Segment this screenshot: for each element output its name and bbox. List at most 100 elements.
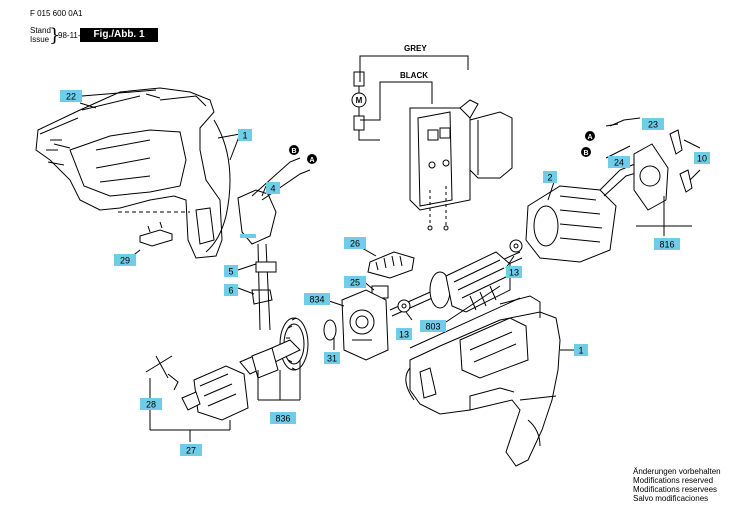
- part-callout-31: 31: [324, 352, 340, 364]
- callout-number: 24: [614, 158, 624, 168]
- marker-a-label: A: [309, 157, 314, 164]
- wire-label-black: BLACK: [400, 71, 428, 80]
- spindle-gear: [239, 317, 309, 401]
- callout-box: [324, 352, 340, 364]
- marker-a2-label: A: [587, 134, 592, 141]
- callout-box: [420, 320, 446, 332]
- note-line: Modifications reservees: [633, 485, 718, 494]
- callout-box: [694, 152, 710, 164]
- callout-box: [543, 171, 557, 183]
- armature: [389, 239, 523, 349]
- callout-box: [60, 90, 82, 102]
- callout-number: 1: [242, 131, 247, 141]
- callout-number: 4: [270, 184, 275, 194]
- part-callout-29: 29: [114, 254, 136, 266]
- modification-notes: Änderungen vorbehalten Modifications res…: [633, 467, 721, 503]
- callout-box: [238, 129, 252, 141]
- field-stator: [525, 117, 647, 263]
- cord-clamp: [118, 211, 190, 259]
- part-callout-23: 23: [642, 118, 664, 130]
- callout-box: [608, 156, 630, 168]
- brush-holder: [367, 251, 415, 279]
- part-callout-13: 13: [506, 266, 522, 278]
- stand-label: Stand: [30, 26, 51, 35]
- callout-number: 25: [350, 278, 360, 288]
- brace-glyph: }: [49, 25, 61, 46]
- note-line: Modifications reserved: [633, 476, 714, 485]
- part-callouts: 22 1 4 29 5 6 26 25 834 13 13 803 31 836 28 27 1 2 23 24 10 8…: [60, 90, 710, 456]
- callout-box: [506, 266, 522, 278]
- callout-box: [574, 344, 588, 356]
- part-callout-25: 25: [344, 276, 366, 288]
- callout-box: [344, 276, 366, 288]
- part-callout-22: 22: [60, 90, 82, 102]
- figure-label: Fig./Abb. 1: [80, 28, 158, 42]
- callout-number: 22: [66, 92, 76, 102]
- part-callout-26: 26: [344, 237, 366, 249]
- wire-label-grey: GREY: [404, 44, 427, 53]
- callout-box: [266, 182, 280, 194]
- callout-box: [140, 398, 162, 410]
- part-callout-13: 13: [396, 328, 412, 340]
- callout-box: [224, 284, 238, 296]
- callout-number: 13: [399, 330, 409, 340]
- marker-b-label: B: [291, 148, 296, 155]
- housing-half-left: [35, 87, 223, 259]
- brush-assembly: [633, 129, 693, 230]
- callout-box: [224, 265, 238, 277]
- part-callout-5: 5: [224, 265, 238, 277]
- document-number: F 015 600 0A1: [30, 9, 83, 18]
- chuck-and-key: [145, 355, 249, 442]
- callout-box: [654, 238, 680, 250]
- assembled-drill: [405, 295, 578, 467]
- part-callout-834: 834: [304, 293, 330, 305]
- callout-number: 31: [327, 354, 337, 364]
- callout-number: 816: [659, 240, 674, 250]
- callout-number: 13: [509, 268, 519, 278]
- callout-number: 5: [228, 267, 233, 277]
- part-callout-2: 2: [543, 171, 557, 183]
- callout-number: 836: [275, 414, 290, 424]
- motor-label: M: [356, 96, 363, 105]
- callout-box: [180, 444, 202, 456]
- callout-box: [270, 412, 296, 424]
- part-callout-10: 10: [694, 152, 710, 164]
- issue-label: Issue: [30, 35, 50, 44]
- part-callout-6: 6: [224, 284, 238, 296]
- part-callout-816: 816: [654, 238, 680, 250]
- part-callout-836: 836: [270, 412, 296, 424]
- leader-lines: [229, 123, 701, 327]
- housing-screws: [47, 89, 161, 166]
- callout-number: 2: [547, 173, 552, 183]
- callout-number: 27: [186, 446, 196, 456]
- callout-number: 803: [425, 322, 440, 332]
- part-callout-27: 27: [180, 444, 202, 456]
- part-callout-803: 803: [420, 320, 446, 332]
- issue-date: 98-11-11: [58, 31, 89, 40]
- callout-number: 28: [146, 400, 156, 410]
- part-callout-24: 24: [608, 156, 630, 168]
- wiring-schematic: [351, 55, 469, 141]
- cord-and-strain-relief: [237, 157, 311, 331]
- note-line: Änderungen vorbehalten: [633, 467, 721, 476]
- callout-box: [344, 237, 366, 249]
- callout-box: [114, 254, 136, 266]
- part-callout-28: 28: [140, 398, 162, 410]
- switch-assembly: [409, 99, 513, 231]
- callout-number: 10: [697, 154, 707, 164]
- part-callout-4: 4: [266, 182, 280, 194]
- cord-loop: [205, 119, 231, 253]
- callout-number: 834: [309, 295, 324, 305]
- callout-number: 23: [648, 120, 658, 130]
- callout-number: 1: [578, 346, 583, 356]
- marker-b2-label: B: [583, 150, 588, 157]
- callout-number: 29: [120, 256, 130, 266]
- callout-box: [396, 328, 412, 340]
- bearing-plate: [341, 289, 389, 361]
- terminal-markers: B A A B M: [289, 96, 595, 164]
- callout-box: [642, 118, 664, 130]
- bearing: [323, 319, 337, 350]
- note-line: Salvo modificaciones: [633, 494, 709, 503]
